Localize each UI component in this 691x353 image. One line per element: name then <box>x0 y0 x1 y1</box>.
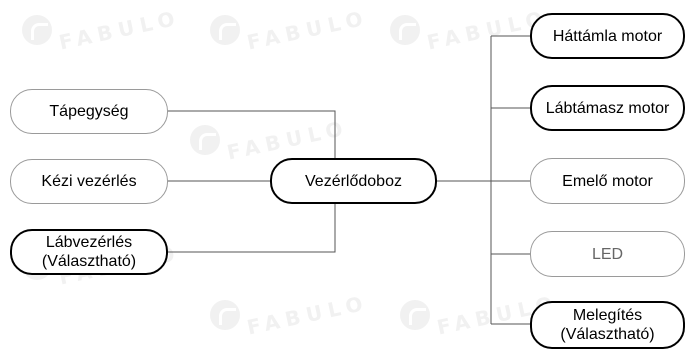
node-kezi-vezerles: Kézi vezérlés <box>10 159 168 204</box>
node-labvezerles-label-line1: Lábvezérlés <box>45 234 133 251</box>
node-melegites: Melegítés (Választható) <box>530 301 685 349</box>
node-emelo-motor: Emelő motor <box>530 158 685 204</box>
node-melegites-label-line1: Melegítés <box>572 307 643 324</box>
node-tapegyseg-label: Tápegység <box>49 103 129 120</box>
node-melegites-label-line2: (Választható) <box>560 326 655 343</box>
node-vezerlodoboz-label: Vezérlődoboz <box>305 172 402 190</box>
connector-tapegyseg <box>168 110 336 164</box>
node-labvezerles: Lábvezérlés (Választható) <box>10 229 168 275</box>
node-hattamla-motor: Háttámla motor <box>530 13 685 59</box>
node-tapegyseg: Tápegység <box>10 89 168 134</box>
node-led: LED <box>530 231 685 277</box>
node-vezerlodoboz: Vezérlődoboz <box>270 158 437 204</box>
node-labtamasz-motor-label: Lábtámasz motor <box>545 99 670 117</box>
node-labvezerles-label-line2: (Választható) <box>41 253 137 270</box>
node-labtamasz-motor: Lábtámasz motor <box>530 85 685 131</box>
node-led-label: LED <box>591 245 624 263</box>
connector-labvezerles <box>168 198 336 253</box>
node-emelo-motor-label: Emelő motor <box>562 172 653 190</box>
node-hattamla-motor-label: Háttámla motor <box>552 27 663 45</box>
node-kezi-vezerles-label: Kézi vezérlés <box>41 173 137 190</box>
